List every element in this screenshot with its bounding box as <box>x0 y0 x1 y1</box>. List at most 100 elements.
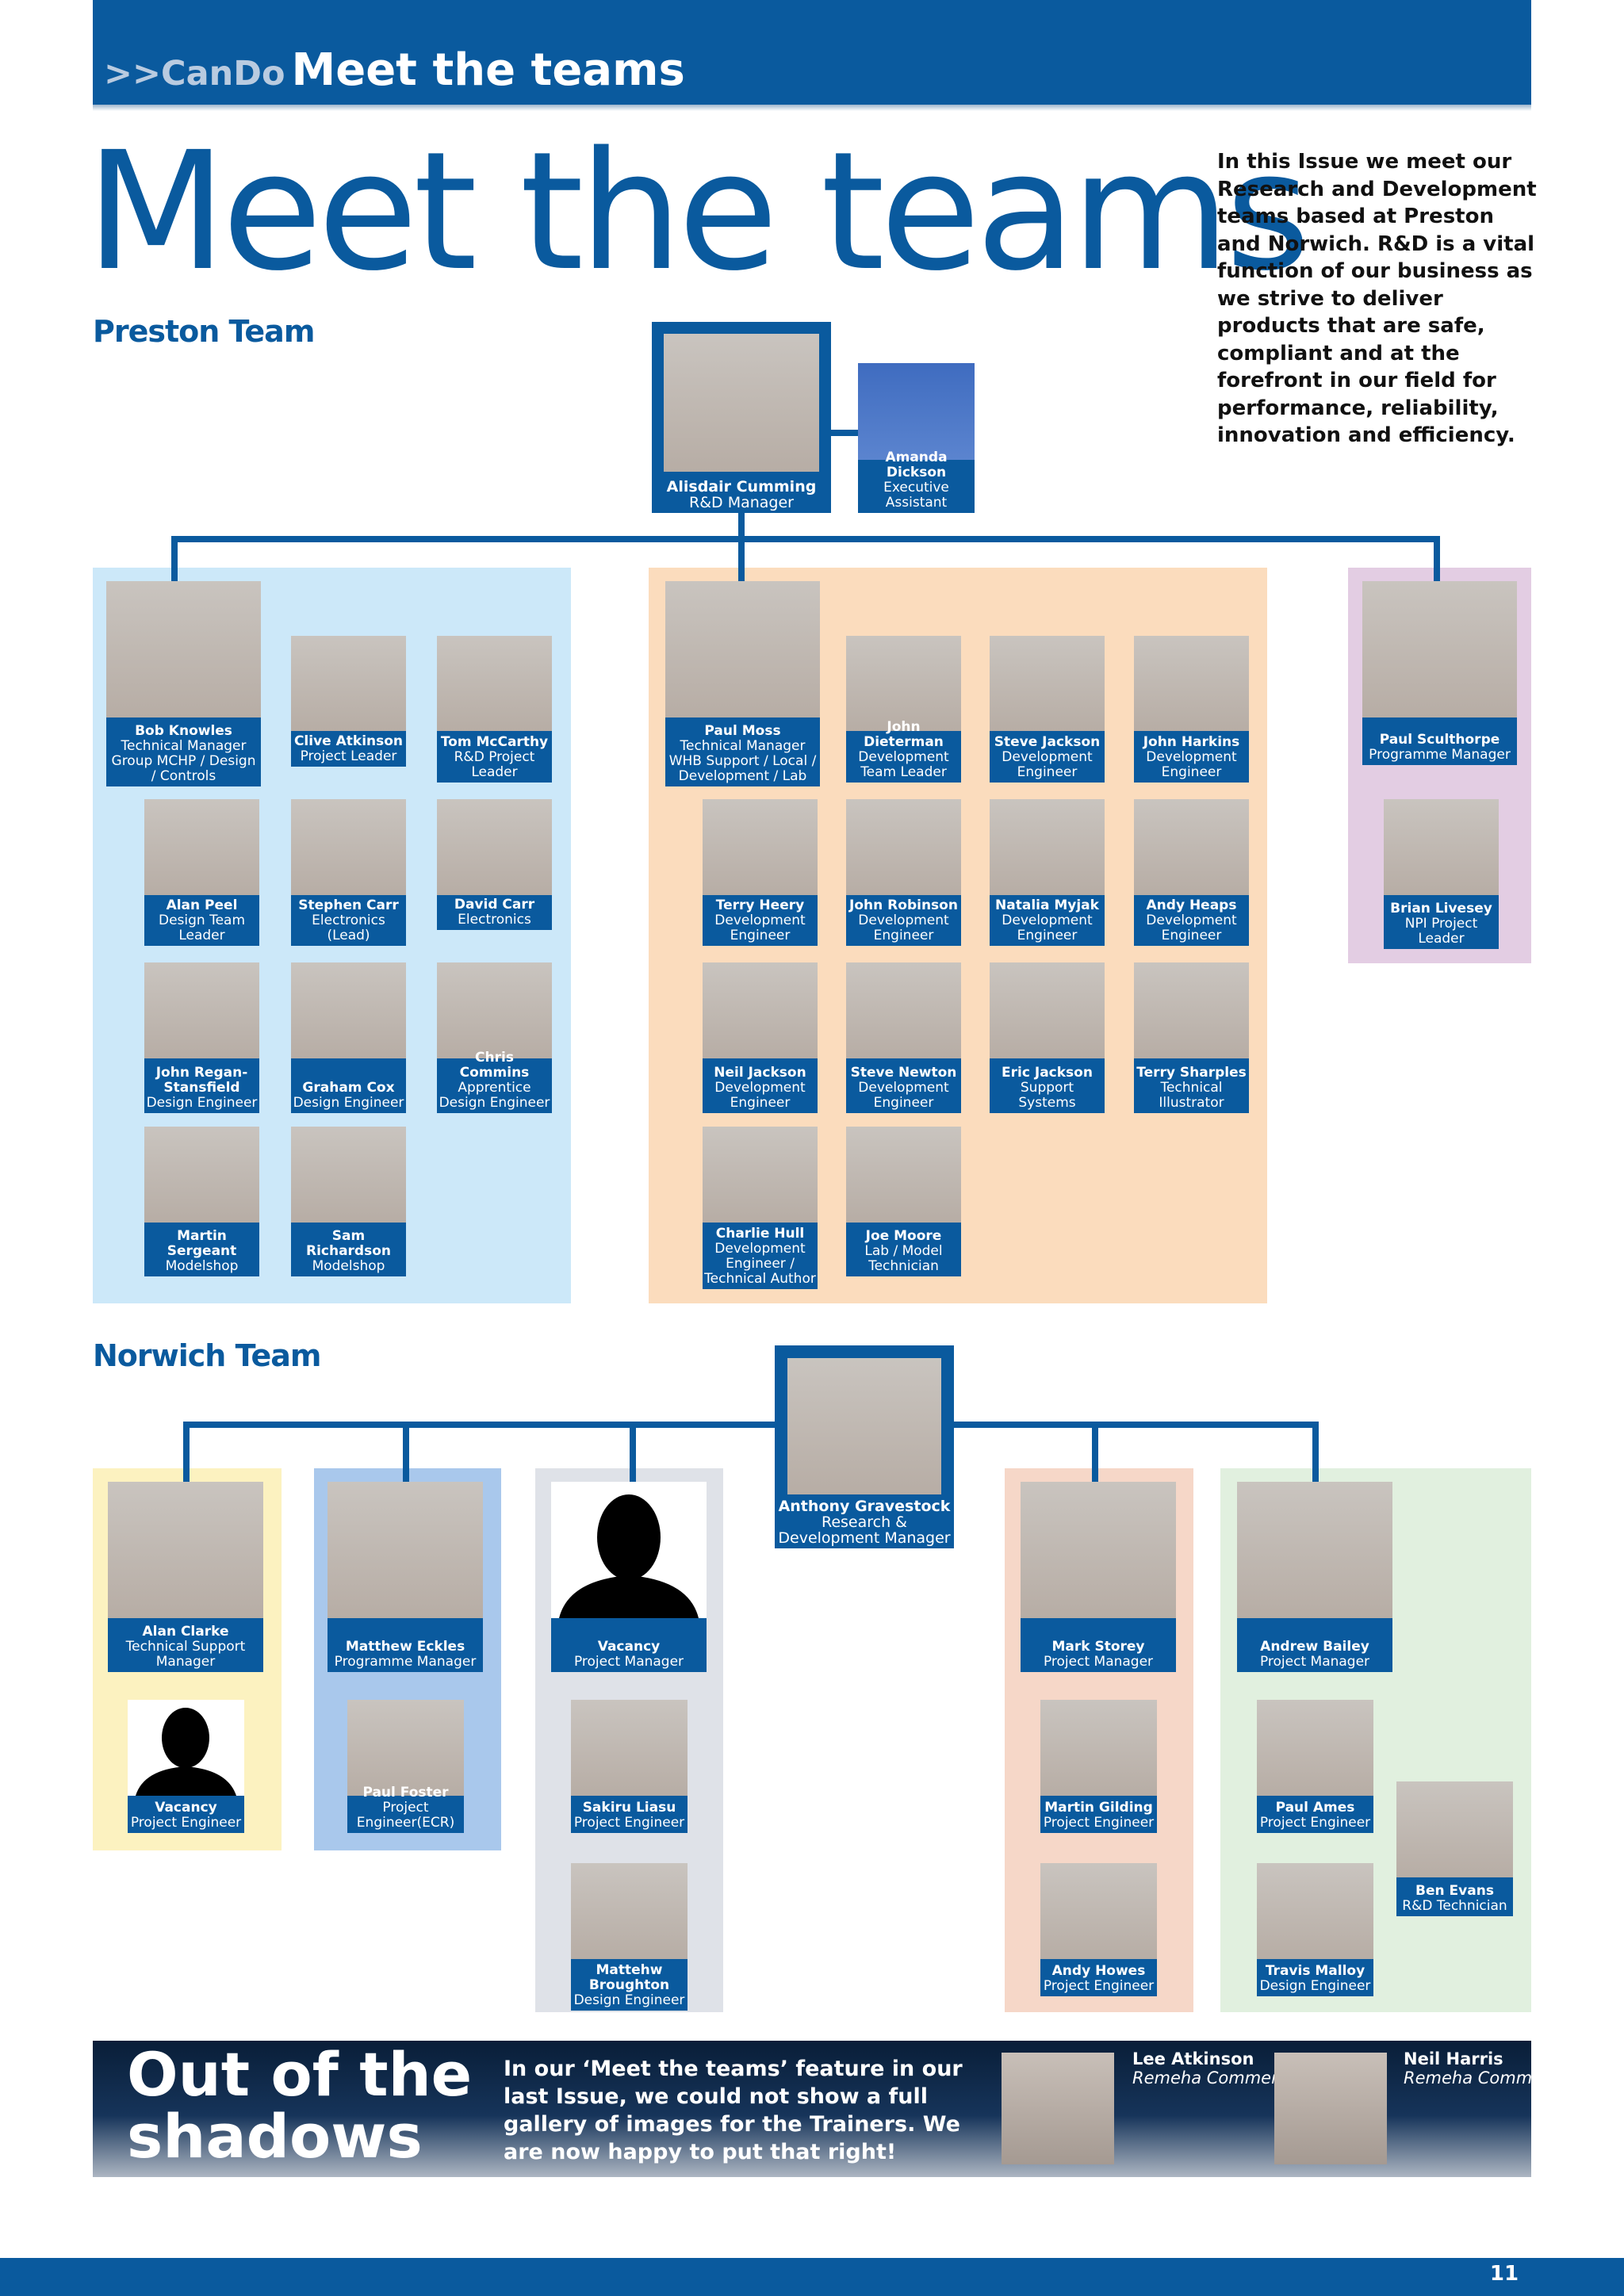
person-role: R&D Manager <box>689 494 794 511</box>
person-name: David Carr <box>454 897 535 913</box>
person-photo <box>291 636 406 731</box>
person-name: Martin Gilding <box>1044 1800 1153 1816</box>
person-name: Alisdair Cumming <box>666 478 817 496</box>
norwich-connector-5 <box>1312 1422 1319 1483</box>
person-name: Paul Sculthorpe <box>1379 732 1500 748</box>
person-role: Development Engineer / Technical Author <box>704 1241 816 1287</box>
person-role: Technical Manager WHB Support / Local / … <box>668 738 817 784</box>
person-name: John Robinson <box>849 897 958 913</box>
person-role: NPI Project Leader <box>1404 916 1478 947</box>
person-photo <box>144 799 259 895</box>
person-role: Technical Manager Group MCHP / Design / … <box>111 738 256 784</box>
silhouette-photo <box>551 1482 707 1618</box>
person-name: Brian Livesey <box>1390 901 1492 916</box>
person-photo <box>108 1482 263 1618</box>
silhouette-photo <box>128 1700 244 1796</box>
person-name: Terry Heery <box>715 897 805 913</box>
person-role: Project Engineer <box>1259 1815 1371 1831</box>
person-role: Research & Development Manager <box>778 1513 951 1547</box>
person-name: Steve Newton <box>850 1065 957 1081</box>
person-name: Mark Storey <box>1051 1639 1145 1655</box>
preston-manager-photo <box>664 334 819 472</box>
person-photo <box>1040 1700 1157 1796</box>
person-name: Paul Ames <box>1275 1800 1355 1816</box>
person-role: Modelshop <box>165 1258 239 1274</box>
person-name: Paul Foster <box>362 1785 449 1800</box>
person-name: John Harkins <box>1143 734 1240 750</box>
person-photo <box>437 636 552 731</box>
person-role: Modelshop <box>312 1258 385 1274</box>
person-photo <box>990 799 1105 895</box>
person-photo <box>291 962 406 1058</box>
person-photo <box>327 1482 483 1618</box>
trainer-name: Neil Harris <box>1404 2049 1503 2068</box>
person-name: Amanda Dickson <box>885 450 948 480</box>
person-name: John Dieterman <box>864 719 944 750</box>
preston-connector-right <box>1434 536 1440 584</box>
person-silhouette-icon <box>136 1708 236 1796</box>
person-name: Ben Evans <box>1415 1883 1494 1899</box>
person-name: Anthony Gravestock <box>778 1498 951 1515</box>
person-photo <box>571 1863 688 1959</box>
person-photo <box>1384 799 1499 895</box>
person-role: Programme Manager <box>1369 747 1511 763</box>
person-name: Tom McCarthy <box>440 734 549 750</box>
shadows-title: Out of the shadows <box>127 2039 473 2172</box>
person-role: Project Engineer <box>1043 1815 1155 1831</box>
person-photo <box>703 1127 818 1223</box>
shadows-text: In our ‘Meet the teams’ feature in our l… <box>504 2057 963 2164</box>
person-name: Andrew Bailey <box>1260 1639 1369 1655</box>
person-role: Design Team Leader <box>158 913 246 943</box>
person-role: Support Systems <box>1018 1080 1076 1111</box>
preston-connector-left <box>171 536 178 584</box>
person-photo <box>144 962 259 1058</box>
person-name: Andy Howes <box>1051 1963 1146 1979</box>
header-title: Meet the teams <box>291 44 685 96</box>
person-name: Andy Heaps <box>1146 897 1237 913</box>
person-role: Design Engineer <box>573 1992 685 2008</box>
person-role: Development Engineer <box>1002 749 1093 780</box>
person-photo <box>1040 1863 1157 1959</box>
person-photo <box>1257 1863 1373 1959</box>
person-role: Development Engineer <box>858 913 949 943</box>
person-role: Design Engineer <box>146 1095 258 1111</box>
person-role: R&D Project Leader <box>454 749 535 780</box>
person-photo <box>1396 1781 1513 1877</box>
person-name: Travis Malloy <box>1265 1963 1365 1979</box>
norwich-connector-2 <box>403 1422 409 1483</box>
person-role: Programme Manager <box>334 1654 477 1670</box>
norwich-connector-1 <box>183 1422 190 1483</box>
person-role: Project Engineer <box>130 1815 242 1831</box>
page-number: 11 <box>1477 2260 1532 2287</box>
person-silhouette-icon <box>559 1494 699 1618</box>
person-photo <box>1134 636 1249 731</box>
person-role: Project Manager <box>1259 1654 1370 1670</box>
person-photo <box>437 799 552 895</box>
person-role: Development Engineer <box>858 1080 949 1111</box>
person-name: Vacancy <box>597 1639 661 1655</box>
trainer-photo <box>1274 2053 1387 2164</box>
person-photo <box>1362 581 1517 718</box>
person-role: Electronics <box>458 912 531 928</box>
person-photo <box>846 799 961 895</box>
